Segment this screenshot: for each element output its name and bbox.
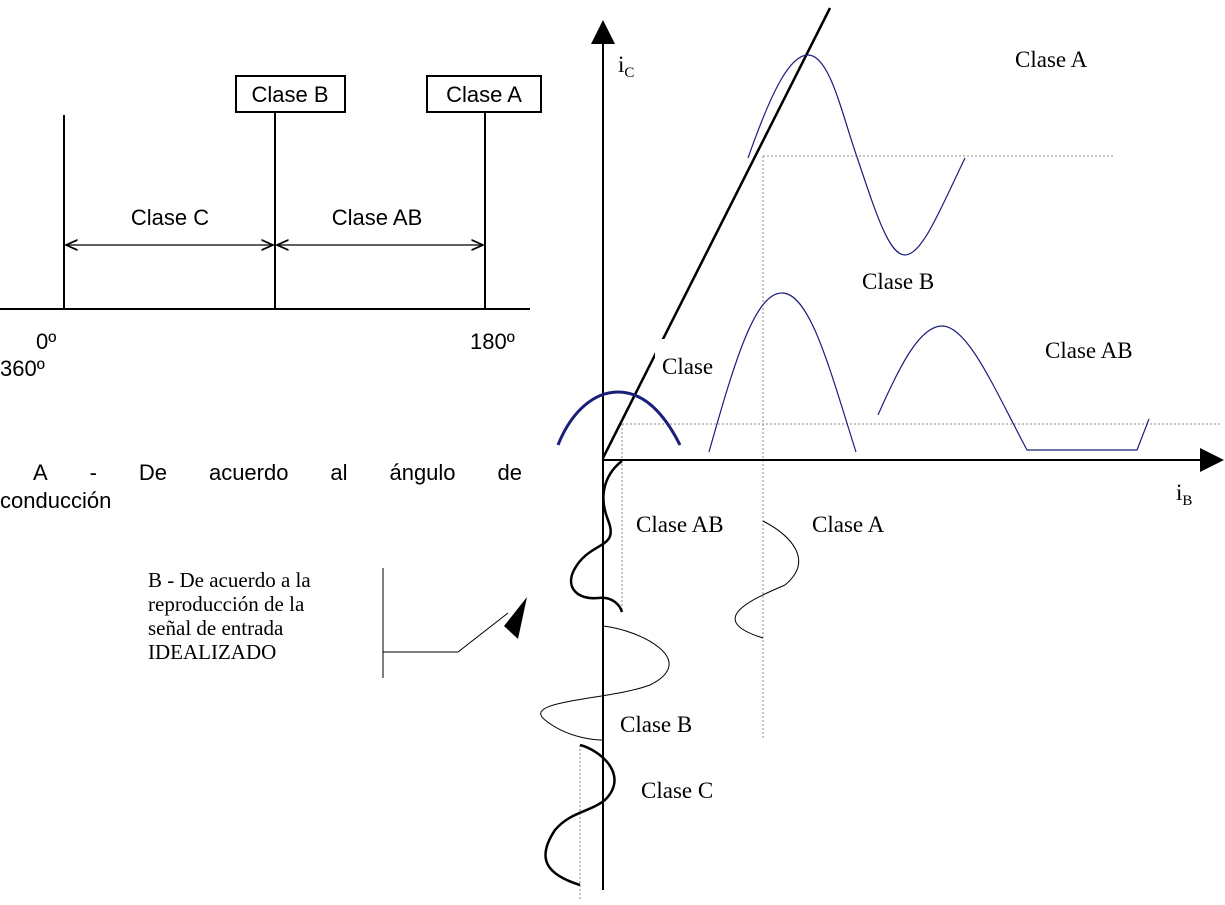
- caption-a-word1: De: [138, 460, 168, 485]
- caption-a-line1: A - De acuerdo al ángulo de: [0, 459, 522, 487]
- caption-b-pointer: [382, 568, 527, 678]
- caption-b-line4: IDEALIZADO: [148, 640, 277, 664]
- y-axis-label-main: i: [618, 52, 624, 77]
- caption-a: A - De acuerdo al ángulo de conducción: [0, 459, 522, 515]
- output-wave-clase-c-gap: [655, 339, 683, 389]
- caption-b-line3: señal de entrada: [148, 616, 284, 640]
- x-axis-label-sub: B: [1182, 493, 1192, 509]
- x-axis-label-main: i: [1176, 480, 1182, 505]
- box-clase-b: [235, 75, 346, 113]
- label-out-clase-c: Clase: [662, 354, 713, 379]
- caption-b-line2: reproducción de la: [148, 592, 305, 616]
- label-out-clase-a: Clase A: [1015, 47, 1088, 72]
- y-axis-label-sub: C: [624, 65, 634, 81]
- caption-a-line2: conducción: [0, 488, 112, 513]
- tick-360-deg: 360º: [0, 356, 45, 381]
- input-wave-clase-c: [544, 743, 616, 887]
- box-clase-a-label: Clase A: [446, 82, 522, 107]
- caption-a-word3: al: [330, 460, 348, 485]
- box-clase-a: [426, 75, 542, 113]
- caption-b-leader: [383, 612, 509, 653]
- region-clase-ab-label: Clase AB: [332, 205, 423, 230]
- caption-a-word5: de: [497, 460, 522, 485]
- box-clase-b-label: Clase B: [251, 82, 328, 107]
- conduction-angle-diagram: Clase B Clase A Clase C Clase AB 0º 360º…: [0, 75, 542, 381]
- y-axis-label: iC: [618, 52, 634, 81]
- transfer-characteristic-line: [601, 7, 832, 459]
- caption-a-word2: acuerdo: [208, 460, 289, 485]
- label-out-clase-b: Clase B: [862, 269, 934, 294]
- label-out-clase-ab: Clase AB: [1045, 338, 1133, 363]
- label-in-clase-b: Clase B: [620, 712, 692, 737]
- x-axis-label: iB: [1176, 480, 1192, 509]
- label-in-clase-c: Clase C: [641, 778, 713, 803]
- output-wave-clase-c: [556, 390, 682, 446]
- caption-b-arrowhead: [504, 597, 527, 639]
- label-in-clase-ab: Clase AB: [636, 512, 724, 537]
- tick-0-deg: 0º: [36, 329, 56, 354]
- tick-180-deg: 180º: [470, 329, 515, 354]
- output-wave-clase-b: [708, 292, 857, 453]
- caption-a-dash: -: [89, 460, 97, 485]
- label-in-clase-a: Clase A: [812, 512, 885, 537]
- output-wave-clase-a: [747, 54, 966, 256]
- region-clase-c-label: Clase C: [131, 205, 209, 230]
- input-wave-clase-ab: [569, 460, 624, 613]
- caption-b-line1: B - De acuerdo a la: [148, 568, 311, 592]
- output-wave-clase-ab: [877, 325, 1150, 451]
- transfer-graph: iC iB Clase A Clase B Clase AB Clase Cla…: [540, 7, 1224, 900]
- input-wave-clase-a: [734, 520, 799, 639]
- input-wave-clase-b: [540, 625, 670, 741]
- caption-a-word4: ángulo: [389, 460, 456, 485]
- caption-b: B - De acuerdo a la reproducción de la s…: [148, 568, 368, 664]
- caption-a-prefix: A: [33, 460, 48, 485]
